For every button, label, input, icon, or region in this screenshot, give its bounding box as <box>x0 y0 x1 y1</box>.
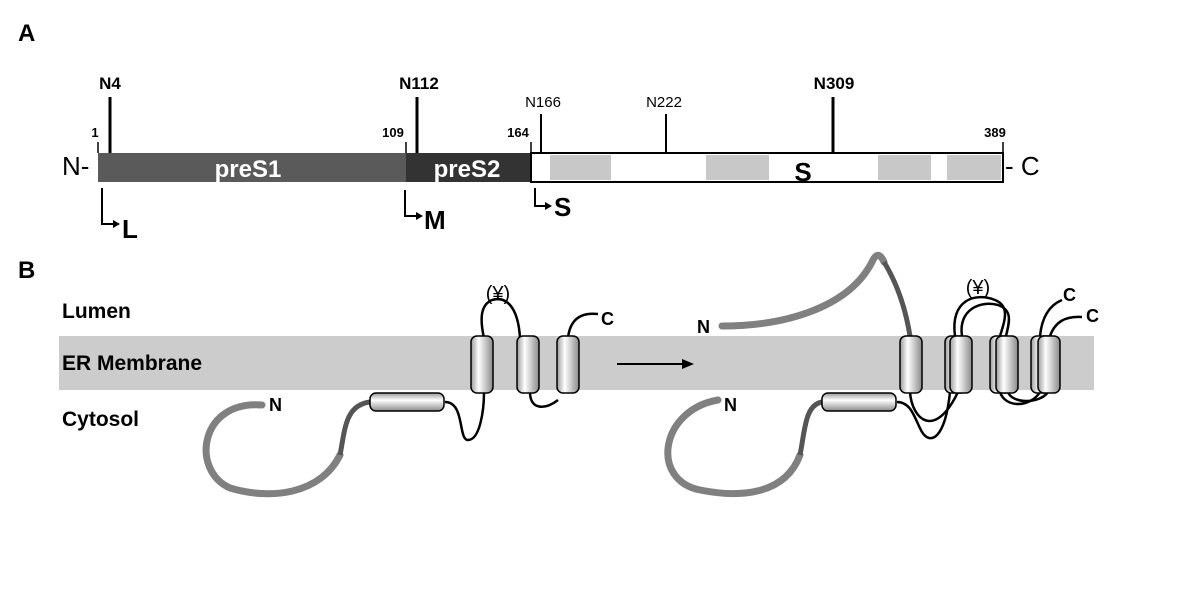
right-lumen-pres-chain <box>718 251 888 330</box>
position-1: 1 <box>91 125 98 140</box>
s-tm-block-2 <box>706 155 769 180</box>
right-topology: (¥) N N C C <box>664 251 1099 498</box>
left-tm-2 <box>516 335 540 394</box>
site-n4-label: N4 <box>99 74 121 93</box>
c-terminus-label: - C <box>1005 151 1040 181</box>
right-c-label-1: C <box>1063 285 1076 305</box>
cytosol-label: Cytosol <box>62 408 139 431</box>
site-n112-label: N112 <box>399 74 439 93</box>
s-tm-block-4 <box>947 155 1001 180</box>
right-tm-4b <box>1037 335 1061 394</box>
start-arrow-l <box>101 188 120 228</box>
transition-arrow <box>617 359 694 369</box>
site-n166-label: N166 <box>525 94 561 111</box>
right-tm-3b <box>995 335 1019 394</box>
start-arrow-s <box>534 188 552 210</box>
lumen-label: Lumen <box>62 300 131 323</box>
left-tm-1 <box>470 335 494 394</box>
pres2-domain <box>406 153 531 182</box>
start-label-l: L <box>122 214 138 244</box>
right-cytosol-pres-chain <box>664 396 804 498</box>
right-tm-2b <box>949 335 973 394</box>
right-n-cytosol-label: N <box>724 395 737 415</box>
right-amphipathic-helix <box>821 392 897 412</box>
s-tm-block-3 <box>878 155 931 180</box>
right-n-lumen-label: N <box>697 317 710 337</box>
left-amphipathic-helix <box>369 392 445 412</box>
start-label-s: S <box>554 192 571 222</box>
panel-label-a: A <box>18 20 35 47</box>
pres2-label: preS2 <box>434 156 501 183</box>
site-n222-label: N222 <box>646 94 682 111</box>
right-c-label-2: C <box>1086 306 1099 326</box>
start-label-m: M <box>424 205 446 235</box>
pres1-label: preS1 <box>215 156 282 183</box>
left-topology: (¥) N C <box>202 283 614 498</box>
left-glycan: (¥) <box>486 283 510 305</box>
site-n309-label: N309 <box>814 74 855 93</box>
left-n-label: N <box>269 395 282 415</box>
membrane-label: ER Membrane <box>62 352 202 375</box>
position-109: 109 <box>382 125 404 140</box>
left-pres2-segment <box>337 399 371 456</box>
right-tm-1 <box>899 335 923 394</box>
s-tm-block-1 <box>550 155 611 180</box>
left-pres-chain <box>202 401 344 498</box>
left-tm-3 <box>556 335 580 394</box>
position-389: 389 <box>984 125 1006 140</box>
left-c-label: C <box>601 309 614 329</box>
s-domain-label: S <box>794 157 811 187</box>
pres1-domain <box>98 153 406 182</box>
start-arrow-m <box>404 190 423 220</box>
n-terminus-label: N- <box>62 151 89 181</box>
position-164: 164 <box>507 125 529 140</box>
right-glycan: (¥) <box>966 277 990 299</box>
panel-label-b: B <box>18 257 35 284</box>
